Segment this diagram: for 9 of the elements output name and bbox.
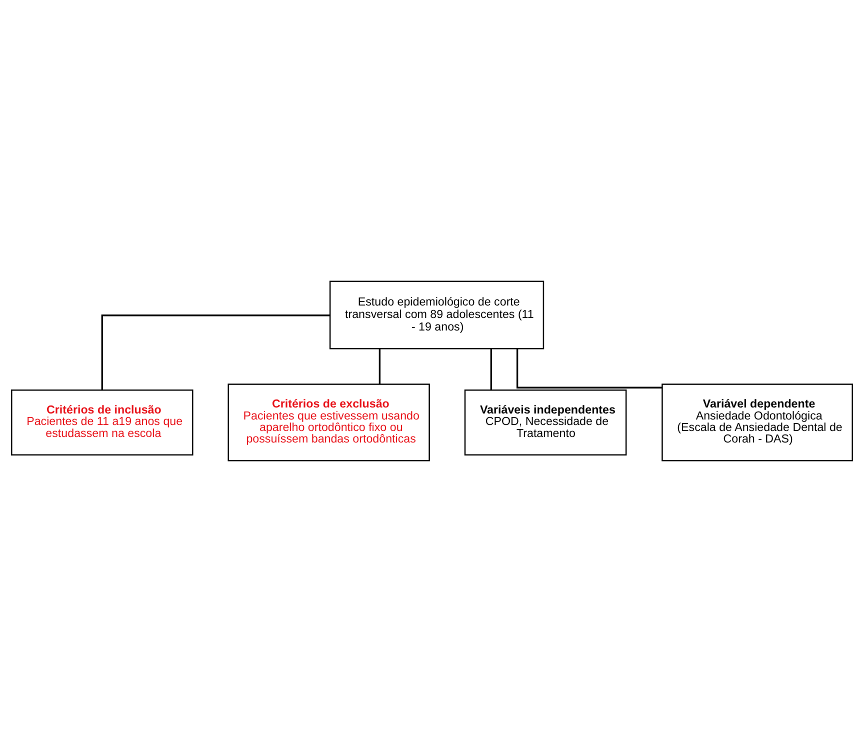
node-box: Variáveis independentes CPOD, Necessidade de Tratamento [464,389,627,456]
connector [101,314,330,390]
connector [378,348,381,384]
connector [490,348,492,390]
node-box: Estudo epidemiológico de corte transversal com 89 adolescentes (11 - 19 anos) [329,280,544,350]
node-box: Variável dependente Ansiedade Odontológica (Escala de Ansiedade Dental de Corah - DAS) [662,384,853,462]
node-box: Critérios de inclusão Pacientes de 11 a19 anos que estudassem na escola [11,389,194,456]
connector [516,348,662,388]
node-box: Critérios de exclusão Pacientes que estivessem usando aparelho ortodôntico fixo ou possuíssem bandas ortodônticas [228,384,430,462]
